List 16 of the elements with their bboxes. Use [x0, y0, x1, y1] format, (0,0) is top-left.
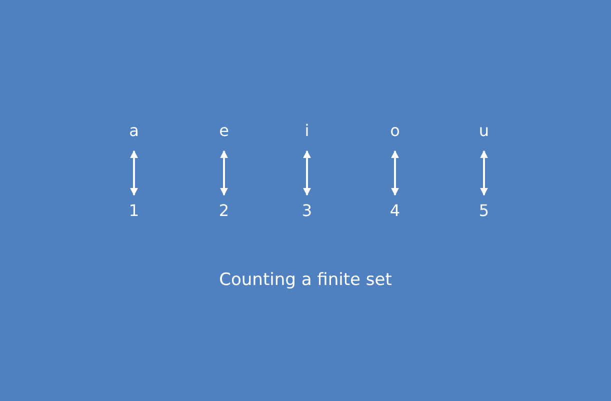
letter-label: e [209, 121, 239, 145]
number-label: 5 [469, 201, 499, 225]
letter-label: a [119, 121, 149, 145]
double-arrow [220, 150, 228, 196]
number-label: 2 [209, 201, 239, 225]
double-arrow [130, 150, 138, 196]
double-arrow [303, 150, 311, 196]
number-label: 1 [119, 201, 149, 225]
number-label: 3 [292, 201, 322, 225]
letter-label: u [469, 121, 499, 145]
number-label: 4 [380, 201, 410, 225]
double-arrow [391, 150, 399, 196]
letter-label: o [380, 121, 410, 145]
caption: Counting a finite set [218, 270, 393, 290]
letter-label: i [292, 121, 322, 145]
double-arrow [480, 150, 488, 196]
